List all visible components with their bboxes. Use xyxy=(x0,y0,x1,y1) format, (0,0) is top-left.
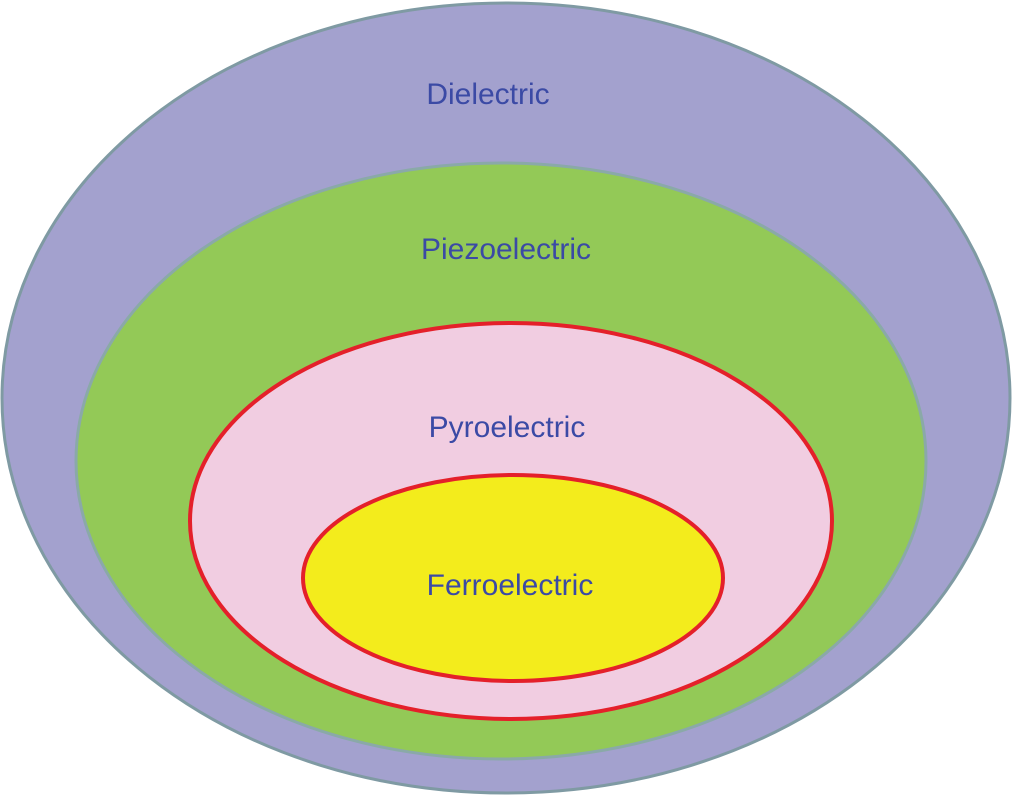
pyroelectric-label: Pyroelectric xyxy=(429,411,586,444)
ferroelectric-label: Ferroelectric xyxy=(427,569,594,602)
ferroelectric-region xyxy=(301,473,725,683)
dielectric-label: Dielectric xyxy=(426,78,549,111)
piezoelectric-label: Piezoelectric xyxy=(421,233,591,266)
